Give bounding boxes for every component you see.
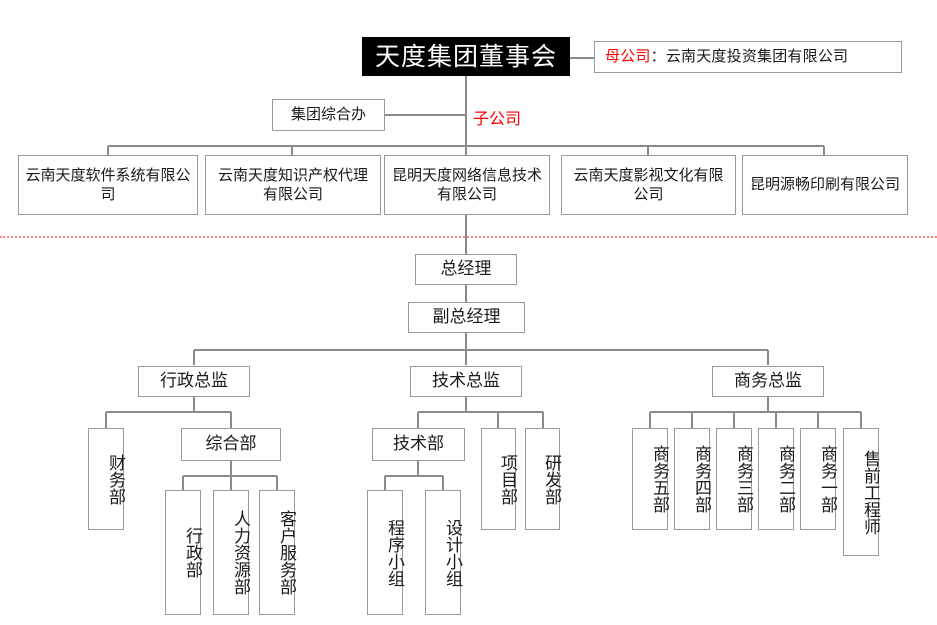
parent-company-separator: ： xyxy=(650,47,666,66)
section-divider xyxy=(0,236,937,238)
node-business-unit-4-label: 商务四部 xyxy=(691,445,711,513)
node-parent-company[interactable]: 母公司：云南天度投资集团有限公司 xyxy=(594,41,902,73)
node-rnd-dept-label: 研发部 xyxy=(541,453,561,505)
node-subsidiary-2-label: 云南天度知识产权代理有限公司 xyxy=(217,165,368,203)
subsidiary-section-label: 子公司 xyxy=(473,105,521,129)
node-business-unit-1-label: 商务一部 xyxy=(817,445,837,513)
node-program-team[interactable]: 程序小组 xyxy=(367,490,404,615)
node-project-dept[interactable]: 项目部 xyxy=(481,428,517,530)
node-business-unit-5-label: 商务五部 xyxy=(649,445,669,513)
node-business-unit-5[interactable]: 商务五部 xyxy=(632,428,669,530)
node-program-team-label: 程序小组 xyxy=(384,518,404,587)
node-deputy-general-manager-label: 副总经理 xyxy=(432,306,501,327)
node-tech-dept-label: 技术部 xyxy=(393,433,444,454)
node-business-unit-4[interactable]: 商务四部 xyxy=(674,428,711,530)
node-director-business-label: 商务总监 xyxy=(734,370,802,391)
node-board-of-directors[interactable]: 天度集团董事会 xyxy=(362,37,570,76)
node-subsidiary-4[interactable]: 云南天度影视文化有限公司 xyxy=(561,155,736,215)
node-presales-engineer[interactable]: 售前工程师 xyxy=(843,428,880,556)
parent-company-name: 云南天度投资集团有限公司 xyxy=(665,47,849,66)
node-business-unit-1[interactable]: 商务一部 xyxy=(800,428,837,530)
node-rnd-dept[interactable]: 研发部 xyxy=(525,428,561,530)
node-group-general-office-label: 集团综合办 xyxy=(290,105,366,124)
node-design-team[interactable]: 设计小组 xyxy=(425,490,462,615)
node-tech-dept[interactable]: 技术部 xyxy=(372,428,465,461)
node-finance-dept[interactable]: 财务部 xyxy=(88,428,125,530)
node-hr-dept[interactable]: 人力资源部 xyxy=(213,490,250,615)
node-admin-dept[interactable]: 行政部 xyxy=(165,490,202,615)
node-subsidiary-3-label: 昆明天度网络信息技术有限公司 xyxy=(391,165,542,203)
node-design-team-label: 设计小组 xyxy=(442,518,462,587)
node-director-tech-label: 技术总监 xyxy=(432,370,500,391)
node-general-manager[interactable]: 总经理 xyxy=(415,254,517,285)
node-board-of-directors-label: 天度集团董事会 xyxy=(374,41,557,71)
node-subsidiary-5[interactable]: 昆明源畅印刷有限公司 xyxy=(742,155,908,215)
node-director-tech[interactable]: 技术总监 xyxy=(410,366,522,397)
node-customer-service-dept[interactable]: 客户服务部 xyxy=(259,490,296,615)
node-hr-dept-label: 人力资源部 xyxy=(230,510,250,595)
node-general-affairs-dept-label: 综合部 xyxy=(205,433,257,454)
node-deputy-general-manager[interactable]: 副总经理 xyxy=(408,302,525,333)
node-business-unit-2[interactable]: 商务二部 xyxy=(758,428,795,530)
node-business-unit-3[interactable]: 商务三部 xyxy=(716,428,753,530)
node-subsidiary-3[interactable]: 昆明天度网络信息技术有限公司 xyxy=(384,155,550,215)
node-business-unit-2-label: 商务二部 xyxy=(775,445,795,513)
parent-company-tag: 母公司 xyxy=(605,47,651,66)
node-general-manager-label: 总经理 xyxy=(440,258,492,279)
node-finance-dept-label: 财务部 xyxy=(105,453,125,505)
node-subsidiary-1[interactable]: 云南天度软件系统有限公司 xyxy=(18,155,198,215)
node-subsidiary-2[interactable]: 云南天度知识产权代理有限公司 xyxy=(205,155,381,215)
node-project-dept-label: 项目部 xyxy=(497,453,517,505)
node-director-admin[interactable]: 行政总监 xyxy=(138,366,250,397)
node-admin-dept-label: 行政部 xyxy=(182,527,202,578)
node-presales-engineer-label: 售前工程师 xyxy=(860,449,880,535)
node-director-admin-label: 行政总监 xyxy=(160,370,228,391)
node-subsidiary-1-label: 云南天度软件系统有限公司 xyxy=(25,165,191,203)
node-group-general-office[interactable]: 集团综合办 xyxy=(272,99,385,131)
node-director-business[interactable]: 商务总监 xyxy=(712,366,824,397)
node-business-unit-3-label: 商务三部 xyxy=(733,445,753,513)
subsidiary-section-label-text: 子公司 xyxy=(473,109,522,128)
node-general-affairs-dept[interactable]: 综合部 xyxy=(181,428,281,461)
node-subsidiary-4-label: 云南天度影视文化有限公司 xyxy=(573,165,724,203)
node-customer-service-dept-label: 客户服务部 xyxy=(276,510,296,595)
node-subsidiary-5-label: 昆明源畅印刷有限公司 xyxy=(749,175,900,194)
